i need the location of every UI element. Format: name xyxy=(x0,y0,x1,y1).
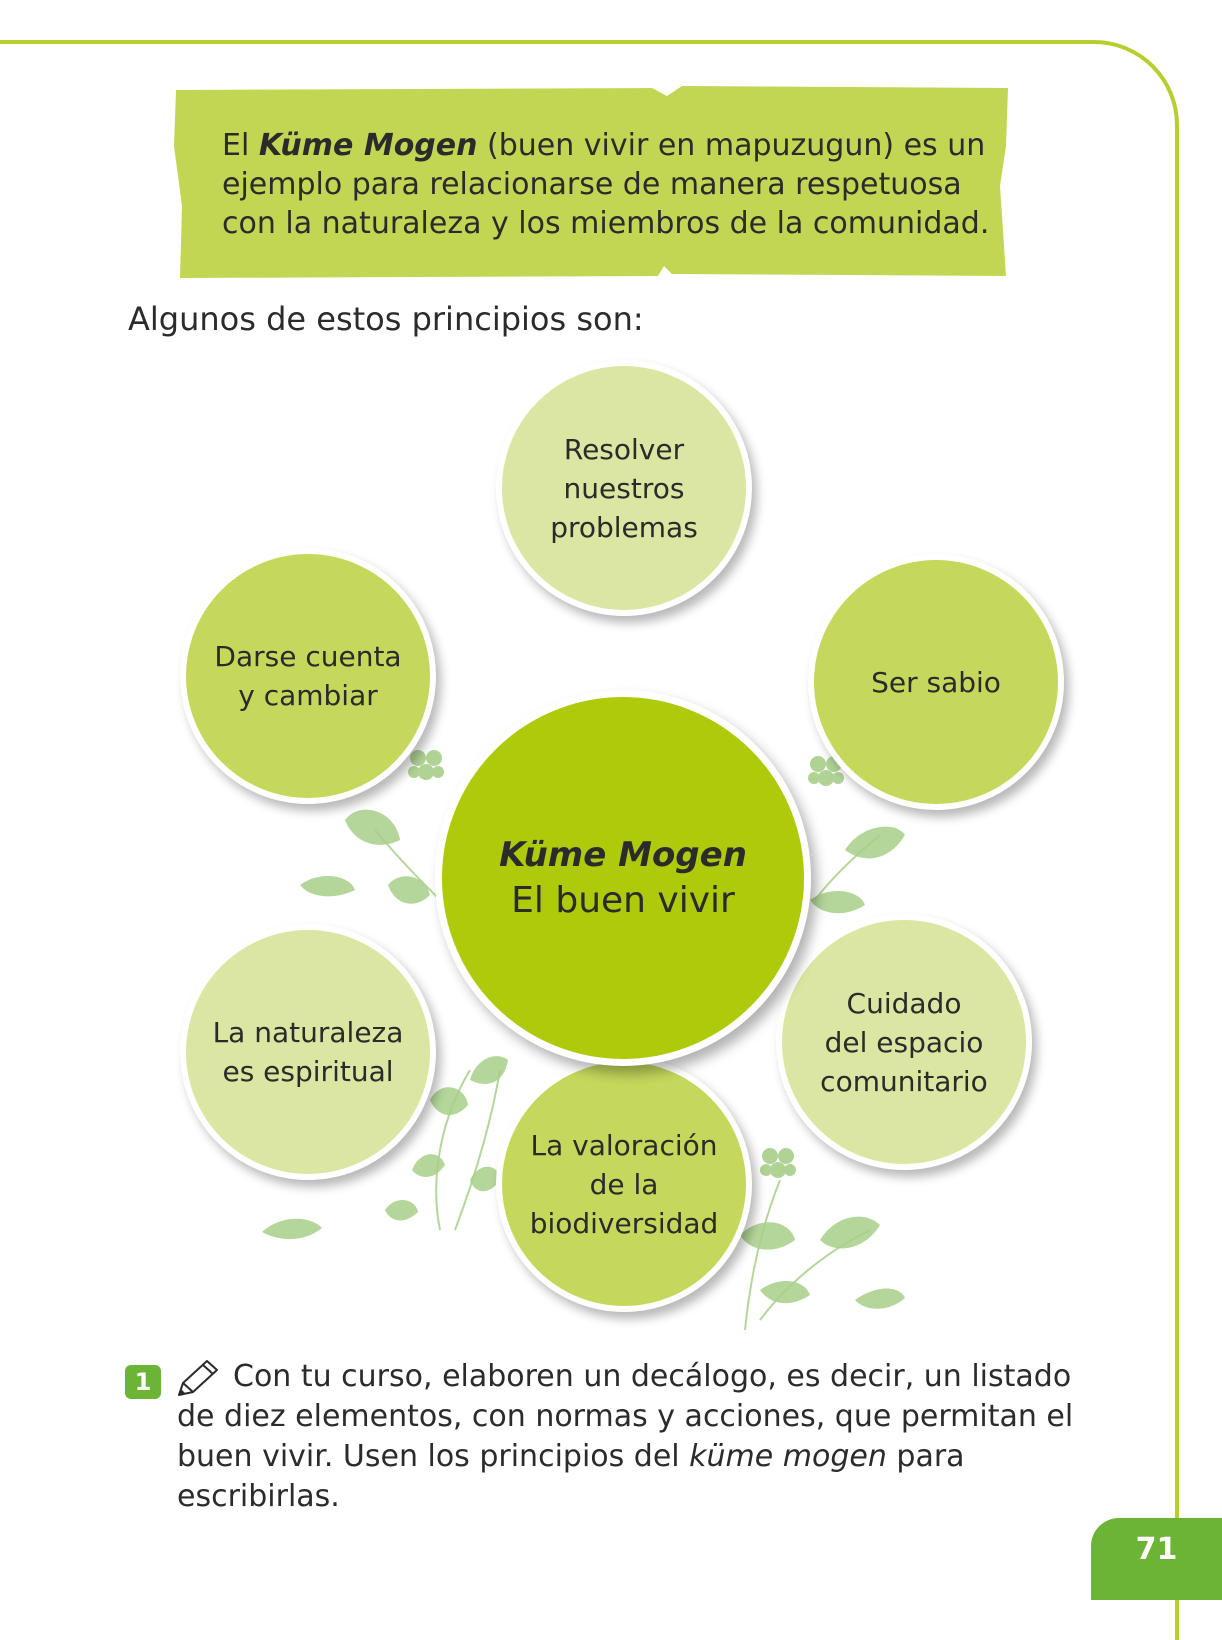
principle-label: Ser sabio xyxy=(871,665,1001,699)
intro-prefix: El xyxy=(222,128,259,163)
page-frame xyxy=(0,40,1179,1640)
activity-emphasis: küme mogen xyxy=(689,1439,887,1474)
center-subtitle: El buen vivir xyxy=(511,880,735,921)
intro-suffix: (buen vivir en mapuzugun) es un ejemplo … xyxy=(222,128,990,241)
principle-label: Resolver nuestros problemas xyxy=(550,432,698,544)
activity-text-before: Con tu curso, elaboren un decálogo, es d… xyxy=(177,1359,1074,1474)
principle-bubble-darse-cuenta: Darse cuenta y cambiar xyxy=(180,548,436,804)
activity-number-badge: 1 xyxy=(125,1365,161,1399)
intro-text: El Küme Mogen (buen vivir en mapuzugun) … xyxy=(222,126,992,243)
lead-text: Algunos de estos principios son: xyxy=(128,300,644,338)
principle-label: La naturaleza es espiritual xyxy=(212,1016,404,1088)
page-number: 71 xyxy=(1091,1518,1222,1600)
principle-bubble-ser-sabio: Ser sabio xyxy=(808,554,1064,810)
principle-label: Darse cuenta y cambiar xyxy=(214,640,402,712)
plant-decoration xyxy=(262,750,905,1331)
principle-label: La valoración de la biodiversidad xyxy=(529,1128,719,1240)
principle-bubble-biodiversidad: La valoración de la biodiversidad xyxy=(496,1056,752,1312)
pencil-icon xyxy=(178,1360,218,1396)
principle-bubble-resolver: Resolver nuestros problemas xyxy=(496,360,752,616)
intro-banner: El Küme Mogen (buen vivir en mapuzugun) … xyxy=(172,86,1008,282)
principle-bubble-cuidado: Cuidado del espacio comunitario xyxy=(776,914,1032,1170)
activity-text: Con tu curso, elaboren un decálogo, es d… xyxy=(177,1357,1117,1517)
intro-term: Küme Mogen xyxy=(258,128,478,163)
principle-label: Cuidado del espacio comunitario xyxy=(820,986,988,1098)
center-bubble: Küme Mogen El buen vivir xyxy=(435,690,811,1066)
center-title: Küme Mogen xyxy=(499,835,747,875)
principle-bubble-naturaleza: La naturaleza es espiritual xyxy=(180,924,436,1180)
activity-text-after: para escribirlas. xyxy=(177,1439,965,1514)
banner-background xyxy=(174,86,1008,278)
